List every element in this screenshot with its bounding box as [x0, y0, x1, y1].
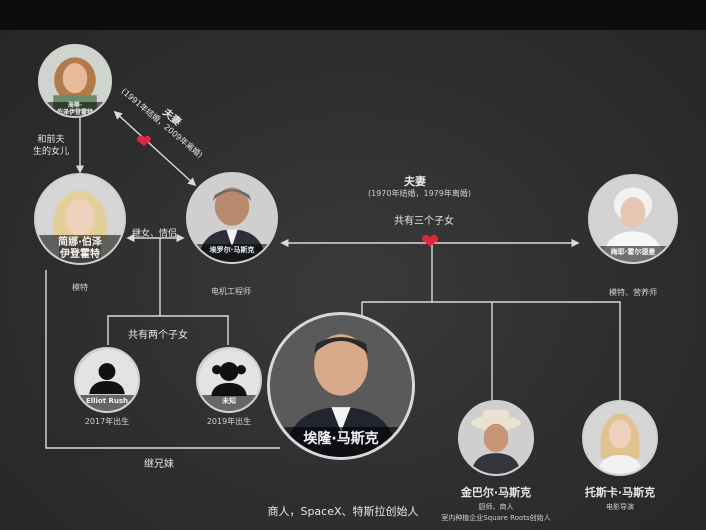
girl-silhouette-icon: [211, 362, 247, 396]
jana-name-line1: 简娜·伯泽: [58, 237, 102, 248]
errol-jana-children-label: 共有两个子女: [128, 330, 188, 341]
heart-errol-maye-icon: ❤: [421, 230, 440, 255]
heart-heidi-errol-icon: ❤: [136, 131, 152, 153]
errol-jana-label: 继女、情侣: [132, 229, 178, 239]
heidi-jana-label: 和前夫 生的女儿: [28, 134, 74, 158]
maye-name: 梅耶·霍尔德曼: [610, 248, 656, 256]
heidi-jana-label-line1: 和前夫: [37, 135, 65, 145]
top-bar: [0, 0, 706, 30]
elliot-silhouette-icon: [89, 363, 125, 395]
node-kimbal[interactable]: [458, 400, 534, 476]
elliot-name: Elliot Rush: [85, 397, 129, 405]
step-siblings-label: 继兄妹: [144, 459, 174, 470]
node-elliot[interactable]: Elliot Rush: [74, 347, 140, 413]
tosca-role: 电影导演: [606, 503, 634, 511]
heidi-jana-label-line2: 生的女儿: [32, 147, 69, 158]
node-elon[interactable]: 埃隆·马斯克: [267, 312, 415, 460]
errol-role: 电机工程师: [211, 287, 251, 296]
line-two-children-bracket: [107, 315, 229, 345]
jana-name-line2: 伊登霍特: [60, 248, 100, 260]
heidi-name-line1: 海蒂·: [67, 102, 83, 109]
node-unknown-child[interactable]: 未知: [196, 347, 262, 413]
errol-maye-title: 夫妻: [404, 175, 426, 188]
node-maye[interactable]: 梅耶·霍尔德曼: [588, 174, 678, 264]
tosca-portrait: [584, 402, 656, 474]
maye-role: 模特、营养师: [609, 288, 657, 297]
node-jana[interactable]: 简娜·伯泽 伊登霍特: [34, 173, 126, 265]
node-tosca[interactable]: [582, 400, 658, 476]
line-step-siblings: [45, 270, 280, 449]
line-heidi-errol: [113, 110, 197, 187]
unknown-child-role: 2019年出生: [206, 417, 252, 426]
elon-name: 埃隆·马斯克: [303, 431, 379, 447]
kimbal-portrait: [460, 402, 532, 474]
line-three-children-bracket: [362, 301, 621, 400]
errol-name: 埃罗尔·马斯克: [209, 246, 255, 254]
kimbal-role-line2: 室内种植企业Square Roots创始人: [441, 514, 551, 522]
jana-role: 模特: [72, 283, 88, 292]
kimbal-role-line1: 厨师、商人: [478, 503, 514, 511]
heidi-name-line2: 伯泽伊登霍特: [56, 108, 93, 116]
elon-role: 商人，SpaceX、特斯拉创始人: [267, 505, 419, 518]
node-errol[interactable]: 埃罗尔·马斯克: [186, 172, 278, 264]
node-heidi[interactable]: 海蒂· 伯泽伊登霍特: [38, 44, 112, 118]
errol-maye-children-label: 共有三个子女: [394, 216, 454, 227]
elliot-role: 2017年出生: [84, 417, 130, 426]
tosca-name: 托斯卡·马斯克: [584, 486, 656, 499]
errol-maye-dates: (1970年结婚，1979年离婚): [368, 189, 471, 198]
kimbal-name: 金巴尔·马斯克: [460, 486, 532, 499]
unknown-child-name: 未知: [222, 397, 236, 405]
